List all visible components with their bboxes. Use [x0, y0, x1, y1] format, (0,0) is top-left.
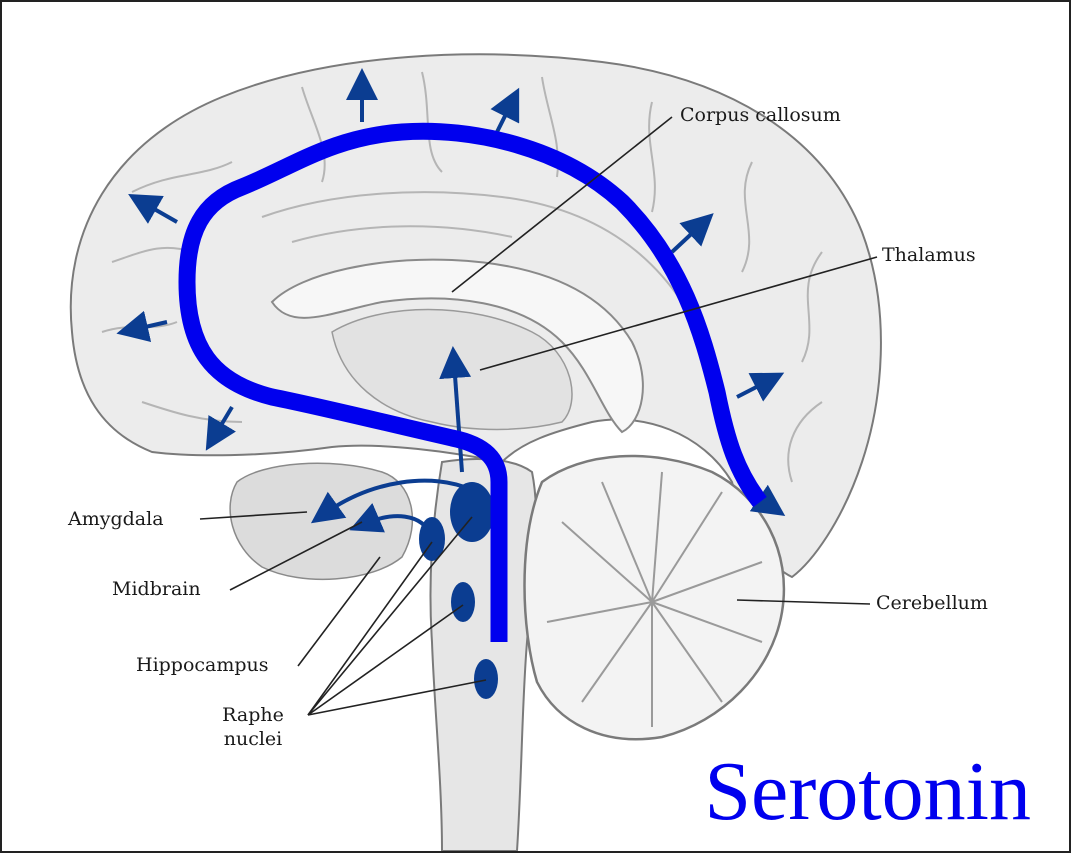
label-raphe-line2: nuclei	[208, 728, 298, 752]
label-raphe-nuclei: Raphe nuclei	[208, 704, 298, 752]
raphe-nucleus-4	[474, 659, 498, 699]
label-amygdala: Amygdala	[68, 508, 164, 532]
label-thalamus: Thalamus	[882, 244, 976, 268]
diagram-title: Serotonin	[704, 750, 1031, 834]
raphe-nucleus-3	[451, 582, 475, 622]
label-hippocampus: Hippocampus	[136, 654, 269, 678]
temporal-lobe-shape	[230, 463, 412, 579]
label-midbrain: Midbrain	[112, 578, 201, 602]
raphe-nucleus-1	[450, 482, 494, 542]
label-corpus-callosum: Corpus callosum	[680, 104, 841, 128]
label-raphe-line1: Raphe	[208, 704, 298, 728]
label-cerebellum: Cerebellum	[876, 592, 988, 616]
